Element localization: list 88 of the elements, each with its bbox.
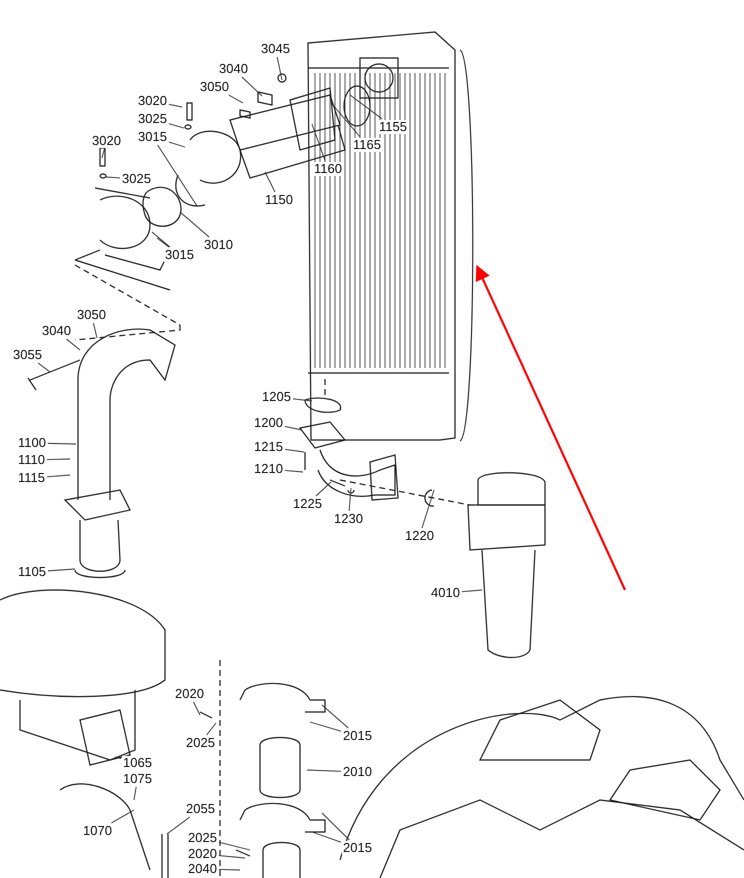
leader-line	[157, 144, 198, 206]
callout-number: 3050	[199, 80, 230, 94]
callout-number: 2055	[185, 802, 216, 816]
callout-number: 1105	[17, 565, 47, 579]
leader-line	[48, 442, 76, 444]
leader-line	[156, 238, 170, 248]
leader-line	[106, 176, 120, 178]
leader-line	[218, 842, 250, 850]
leader-line	[264, 172, 276, 192]
leader-line	[193, 702, 200, 716]
leader-line	[322, 812, 350, 840]
callout-number: 1220	[404, 529, 435, 543]
leader-line	[152, 232, 170, 248]
callout-number: 3050	[76, 308, 107, 322]
leader-line	[218, 855, 246, 858]
callout-number: 3015	[164, 248, 195, 262]
callout-number: 2040	[187, 862, 218, 876]
leader-line	[284, 426, 302, 430]
callout-number: 1070	[82, 824, 113, 838]
leader-line	[292, 398, 312, 402]
callout-number: 3015	[137, 130, 168, 144]
leader-line	[110, 810, 134, 824]
callout-number: 3045	[260, 42, 291, 56]
leader-line	[48, 568, 76, 572]
leader-line	[284, 470, 304, 472]
leader-line	[114, 756, 122, 760]
leader-line	[241, 76, 262, 96]
callout-number: 2010	[342, 765, 373, 779]
callout-number: 2020	[187, 847, 218, 861]
leader-line	[316, 482, 332, 496]
callout-number: 1205	[261, 390, 292, 404]
callout-number: 1150	[264, 193, 294, 207]
leader-line	[134, 786, 137, 800]
callout-number: 1160	[313, 162, 343, 176]
callout-number: 1155	[378, 120, 408, 134]
callout-number: 1215	[253, 440, 284, 454]
arrow	[476, 264, 626, 590]
callout-number: 2025	[185, 736, 216, 750]
leader-line	[102, 148, 105, 158]
leader-line	[46, 458, 70, 460]
callout-number: 3040	[41, 324, 72, 338]
leader-line	[46, 474, 70, 478]
leader-line	[306, 770, 342, 772]
leader-line	[168, 123, 184, 128]
leader-line	[218, 869, 240, 870]
callout-number: 1115	[17, 471, 46, 485]
callout-number: 3055	[12, 348, 43, 362]
callout-number: 3040	[218, 62, 249, 76]
leader-line	[332, 104, 361, 138]
leader-line	[92, 322, 98, 338]
callout-number: 3020	[91, 134, 122, 148]
leader-line	[350, 94, 383, 120]
leader-line	[422, 490, 434, 528]
leader-line	[168, 104, 182, 108]
leader-line	[168, 142, 186, 148]
callout-number: 1210	[253, 462, 284, 476]
leader-line	[228, 94, 244, 104]
leader-line	[66, 338, 80, 350]
callout-number: 2025	[187, 831, 218, 845]
callout-number: 2020	[174, 687, 205, 701]
callout-number: 1110	[17, 453, 46, 467]
leader-line	[180, 212, 210, 238]
leader-line	[312, 832, 342, 843]
callout-number: 3025	[137, 112, 168, 126]
leader-line	[166, 816, 190, 834]
callout-number: 3025	[121, 172, 152, 186]
callout-number: 3020	[137, 94, 168, 108]
leader-line	[322, 704, 349, 728]
leader-line	[348, 488, 352, 512]
callout-number: 3010	[203, 238, 234, 252]
leader-line	[276, 56, 282, 80]
leader-line	[312, 124, 326, 162]
leader-line	[461, 590, 482, 592]
callout-number: 1100	[17, 436, 47, 450]
callout-number: 1075	[122, 772, 153, 786]
callout-number: 1230	[333, 512, 364, 526]
radiator-tank-drawing	[459, 48, 476, 443]
callout-number: 4010	[430, 586, 461, 600]
leader-line	[206, 722, 216, 736]
callout-number: 1165	[352, 138, 382, 152]
callout-number: 1225	[292, 497, 323, 511]
callout-number: 1200	[253, 416, 284, 430]
callout-number: 2015	[342, 729, 373, 743]
leader-line	[284, 448, 304, 452]
leader-line	[310, 722, 342, 732]
callout-number: 2015	[342, 841, 373, 855]
callout-number: 1065	[122, 756, 153, 770]
leader-line	[38, 362, 50, 372]
